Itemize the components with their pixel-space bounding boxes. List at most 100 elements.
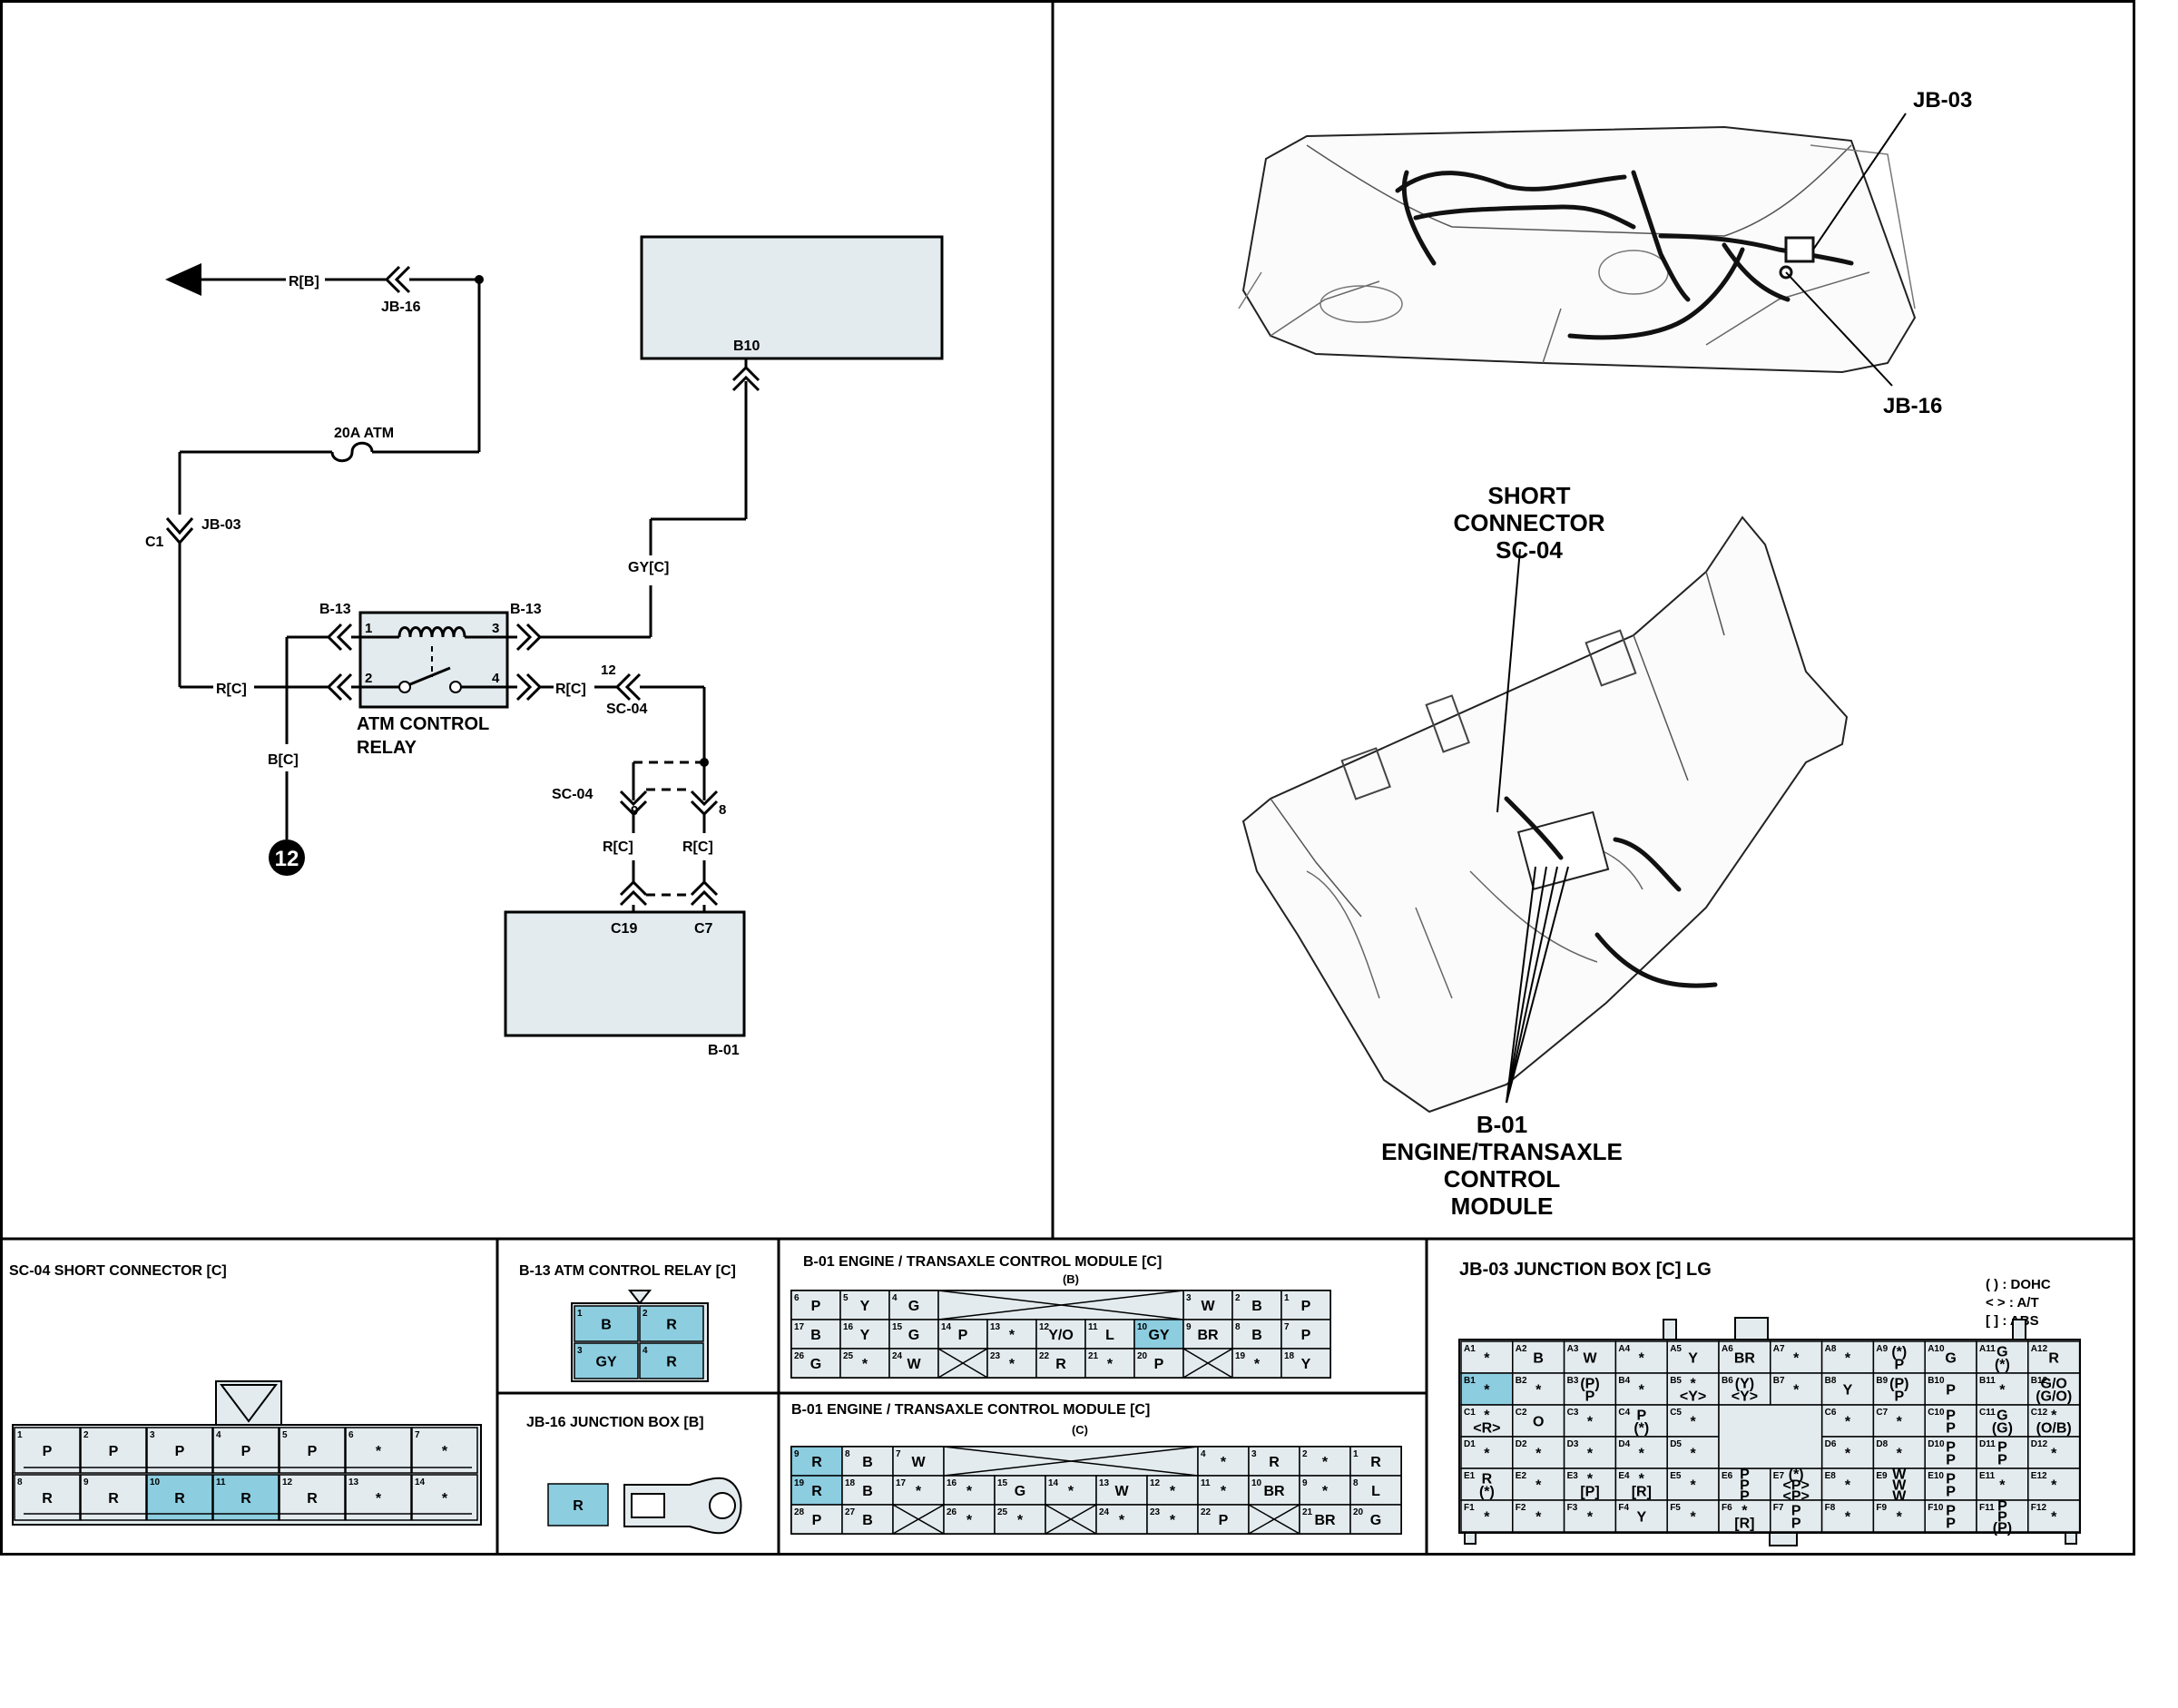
b01c-terminal-4-pin: 4 <box>1201 1449 1206 1459</box>
jb03-terminal-D3-value: * <box>1587 1447 1594 1462</box>
jb03-terminal-D8-value: * <box>1897 1447 1903 1462</box>
jb03-terminal-B7-value: * <box>1793 1383 1800 1399</box>
b01c-terminal-12: 12* <box>1146 1475 1199 1506</box>
b01c-terminal-19-value: R <box>811 1484 822 1499</box>
jb03-terminal-E12: E12* <box>2027 1468 2081 1501</box>
b01b-terminal-14-pin: 14 <box>941 1322 952 1332</box>
schematic: R[B] JB-16 20A ATM JB-03 C1 R[C] <box>145 235 944 1058</box>
jb03-terminal-A9-pin: A9 <box>1876 1344 1888 1354</box>
b01c-terminal-4: 4* <box>1197 1446 1250 1477</box>
jb03-terminal-B12-value: (G/O) <box>2036 1389 2072 1405</box>
b01c-terminal-11-pin: 11 <box>1201 1478 1211 1488</box>
locator-b01-line3: CONTROL <box>1444 1165 1561 1193</box>
jb03-terminal-B8-value: Y <box>1843 1383 1853 1399</box>
b01b-terminal-22-value: R <box>1055 1357 1066 1372</box>
jb03-terminal-B10-pin: B10 <box>1928 1376 1945 1386</box>
b01b-terminal-5-pin: 5 <box>843 1293 849 1303</box>
b01c-terminal-3-value: R <box>1269 1455 1280 1470</box>
jb03-terminal-D6-pin: D6 <box>1825 1439 1837 1449</box>
jb03-terminal-E4-value: [R] <box>1632 1485 1652 1500</box>
jb03-terminal-B9-value: P <box>1894 1389 1904 1405</box>
b01b-terminal-5-value: Y <box>860 1299 870 1314</box>
b01c-terminal-27-pin: 27 <box>845 1507 856 1517</box>
sc04-terminal-2: 2P <box>80 1427 147 1474</box>
b01c-terminal-11: 11* <box>1197 1475 1250 1506</box>
jb03-terminal-F8-value: * <box>1845 1510 1851 1526</box>
b01b-terminal-23-pin: 23 <box>990 1351 1001 1361</box>
connector-c7-label: C7 <box>694 921 713 937</box>
b13-terminal-3: 3GY <box>574 1342 639 1379</box>
b01b-terminal-12: 12Y/O <box>1035 1319 1086 1350</box>
jb03-terminal-C10-value: P <box>1946 1409 1956 1424</box>
jb03-terminal-D3: D3* <box>1563 1436 1617 1469</box>
wire-label-gy-c: GY[C] <box>628 560 669 575</box>
b01b-terminal-20-pin: 20 <box>1137 1351 1148 1361</box>
jb03-terminal-F3-value: * <box>1587 1510 1594 1526</box>
connector-c19-label: C19 <box>611 921 637 937</box>
b01b-terminal-blank-2-8 <box>1182 1348 1233 1379</box>
sc04-pin-9-label: 9 <box>631 803 638 819</box>
locator-jb16-label: JB-16 <box>1883 394 1942 418</box>
jb16-terminal-value: R <box>573 1498 584 1514</box>
relay-pin-4: 4 <box>492 671 500 686</box>
b01c-terminal-7-pin: 7 <box>896 1449 901 1459</box>
jb03-terminal-A10-value: G <box>1945 1351 1956 1367</box>
sc04-terminal-11: 11R <box>212 1474 280 1521</box>
jb03-terminal-C5-value: * <box>1690 1415 1696 1430</box>
b01b-connector-face: 6P5Y4G3W2B1P17B16Y15G14P13*12Y/O11L10GY9… <box>790 1290 1331 1379</box>
fuse-symbol <box>330 441 374 463</box>
b01c-terminal-15-value: G <box>1015 1484 1025 1499</box>
jb03-terminal-D11-value: P <box>1997 1440 2007 1456</box>
b01c-terminal-10-pin: 10 <box>1251 1478 1262 1488</box>
connector-sc04-mid-label: SC-04 <box>552 787 593 802</box>
b01b-terminal-20: 20P <box>1133 1348 1184 1379</box>
jb03-terminal-F2-pin: F2 <box>1516 1503 1526 1513</box>
b01c-panel-title: B-01 ENGINE / TRANSAXLE CONTROL MODULE [… <box>791 1402 1150 1418</box>
b01b-terminal-15-pin: 15 <box>892 1322 903 1332</box>
b01b-terminal-11-pin: 11 <box>1088 1322 1098 1332</box>
b01b-terminal-12-pin: 12 <box>1039 1322 1050 1332</box>
locator-sc04-line3: SC-04 <box>1496 536 1563 564</box>
jb03-terminal-A1-value: * <box>1484 1351 1490 1367</box>
b01b-terminal-16-pin: 16 <box>843 1322 854 1332</box>
b01b-terminal-23: 23* <box>986 1348 1037 1379</box>
sc04-terminal-14-value: * <box>442 1491 448 1507</box>
b13-terminal-2: 2R <box>639 1305 704 1342</box>
b01b-terminal-18-pin: 18 <box>1284 1351 1295 1361</box>
b01c-terminal-24: 24* <box>1095 1504 1148 1535</box>
jb03-terminal-E2-pin: E2 <box>1516 1471 1527 1481</box>
sc04-terminal-3: 3P <box>146 1427 213 1474</box>
b01b-terminal-10-value: GY <box>1148 1328 1169 1343</box>
b01c-terminal-21-value: BR <box>1314 1513 1336 1528</box>
ecm-module-bottom-box <box>504 910 746 1037</box>
jb03-terminal-F11-pin: F11 <box>1979 1503 1995 1513</box>
jb03-terminal-B9-value: (P) <box>1889 1377 1908 1392</box>
connector-b01-label: B-01 <box>708 1043 740 1058</box>
b01c-terminal-2-pin: 2 <box>1302 1449 1308 1459</box>
relay-pin-1: 1 <box>365 621 372 636</box>
jb03-terminal-F6: F6*[R] <box>1718 1499 1771 1533</box>
sc04-terminal-11-value: R <box>240 1491 251 1507</box>
b13-terminal-4-value: R <box>666 1355 677 1370</box>
jb03-terminal-D2: D2* <box>1512 1436 1565 1469</box>
b01c-terminal-1-pin: 1 <box>1353 1449 1359 1459</box>
b01c-terminal-26-value: * <box>966 1513 973 1528</box>
b01c-terminal-18: 18B <box>841 1475 894 1506</box>
b01b-terminal-21-value: * <box>1107 1357 1114 1372</box>
jb03-terminal-F3: F3* <box>1563 1499 1617 1533</box>
jb03-terminal-A8-value: * <box>1845 1351 1851 1367</box>
jb03-terminal-E3-value: * <box>1587 1472 1594 1487</box>
b01c-terminal-25-value: * <box>1017 1513 1024 1528</box>
sc04-terminal-12: 12R <box>279 1474 346 1521</box>
b01b-terminal-blank-2-3 <box>937 1348 988 1379</box>
jb03-terminal-E2: E2* <box>1512 1468 1565 1501</box>
b01c-terminal-8: 8L <box>1349 1475 1402 1506</box>
b01b-terminal-25-pin: 25 <box>843 1351 854 1361</box>
b01c-terminal-23-pin: 23 <box>1150 1507 1161 1517</box>
b01b-terminal-2: 2B <box>1231 1290 1282 1320</box>
b01b-terminal-11-value: L <box>1105 1328 1114 1343</box>
jb03-terminal-D2-value: * <box>1535 1447 1542 1462</box>
